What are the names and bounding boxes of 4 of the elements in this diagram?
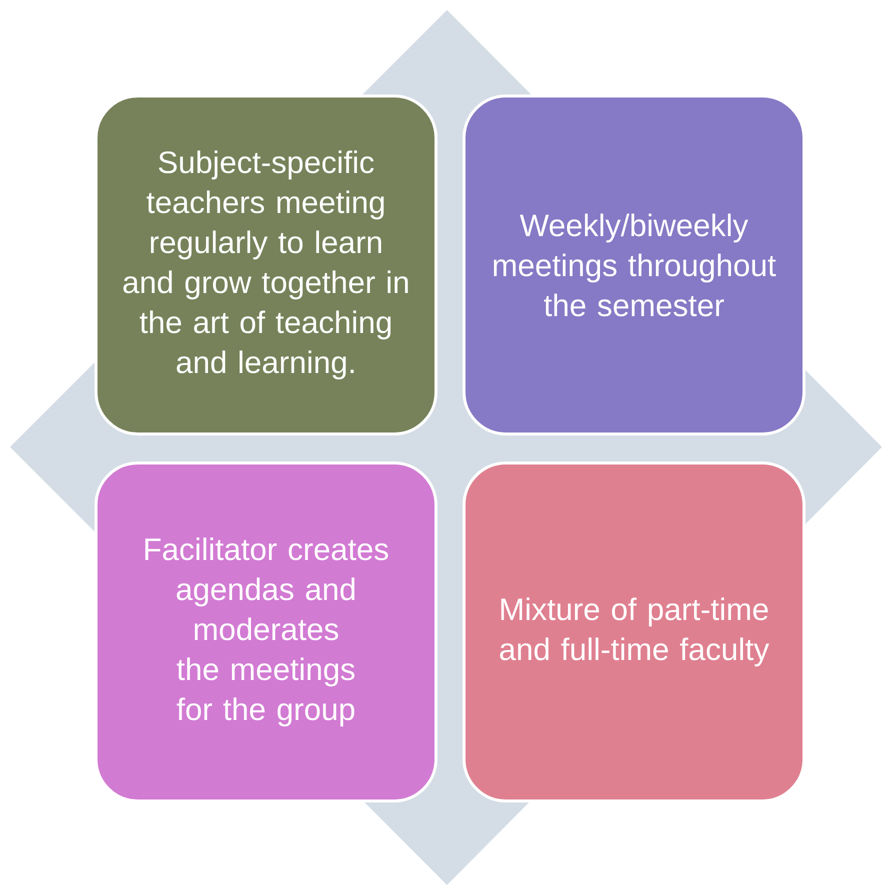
rounded-box: Facilitator creates agendas and moderates the meetings for the group — [94, 462, 438, 802]
rounded-box: Mixture of part-time and full-time faculty — [462, 462, 806, 802]
rounded-box: Weekly/biweekly meetings throughout the semester — [462, 94, 806, 436]
rounded-box: Subject-specific teachers meeting regularly to learn and grow together in the art of teaching and learning. — [94, 94, 438, 436]
